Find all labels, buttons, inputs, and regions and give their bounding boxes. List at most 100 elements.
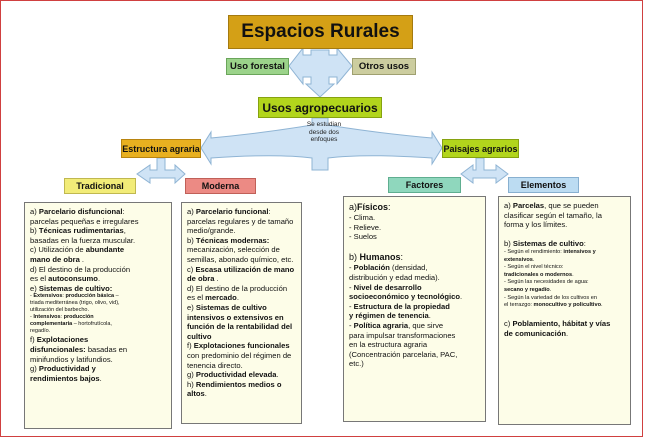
panel-line: d) El destino de la producción	[30, 265, 168, 275]
panel-line: f) Explotaciones	[30, 335, 168, 345]
panel-line: (Concentración parcelaria, PAC,	[349, 350, 482, 360]
panel-line: forma y los límites.	[504, 220, 627, 230]
bold-text: Nivel de desarrollo	[353, 282, 422, 292]
panel-line: - Población (densidad,	[349, 263, 482, 273]
text: - Según la variedad de los cultivos en	[504, 294, 597, 301]
text: -	[349, 301, 354, 311]
text: d) El destino de la producción	[187, 283, 288, 293]
bold-text: Explotaciones funcionales	[193, 341, 290, 351]
text: con predominio del régimen de	[187, 350, 292, 360]
panel-line: mano de obra .	[30, 255, 168, 265]
text: (densidad,	[389, 263, 428, 273]
panel-line: b) Técnicas rudimentarias,	[30, 226, 168, 236]
bold-text: rendimientos bajos	[30, 373, 100, 383]
text: .	[428, 311, 431, 321]
panel-line: - Nivel de desarrollo	[349, 283, 482, 293]
text: .	[549, 286, 552, 293]
text: forma y los límites.	[504, 220, 568, 230]
text: basadas en la fuerza muscular.	[30, 235, 136, 245]
panel-line: socioeconómico y tecnológico.	[349, 292, 482, 302]
text: b)	[30, 226, 39, 236]
text: .	[572, 271, 574, 278]
panel-line: c) Poblamiento, hábitat y vías	[504, 319, 627, 329]
text: –	[114, 293, 119, 300]
text: tenencia directo.	[187, 360, 243, 370]
text: - Clima.	[349, 213, 376, 222]
panel-line: - Clima.	[349, 213, 482, 223]
text: :	[60, 314, 64, 321]
bold-text: intensivos y	[563, 248, 596, 255]
text: :	[388, 202, 391, 212]
text: d) El destino de la producción	[30, 264, 131, 274]
text: .	[79, 254, 85, 264]
text: .	[214, 274, 219, 284]
text: mecanización, selección de	[187, 245, 280, 255]
bold-text: Sistemas de cultivo	[195, 302, 267, 312]
panel-line: triada mediterránea (trigo, olivo, vid),	[30, 300, 168, 307]
text: regadío.	[30, 328, 51, 335]
panel-spacer	[504, 230, 627, 240]
text: a)	[187, 207, 196, 216]
panel-line: - Según la variedad de los cultivos en	[504, 295, 627, 303]
bold-text: Estructura de la propiedad	[353, 301, 450, 311]
panel-line: medio/grande.	[187, 226, 298, 236]
panel-line: - Según las necesidades de agua:	[504, 279, 627, 287]
text: en la estructura agraria	[349, 340, 428, 350]
panel-line: - Estructura de la propiedad	[349, 302, 482, 312]
panel-line: a) Parcelario disfuncional:	[30, 207, 168, 217]
text: es el	[187, 293, 206, 303]
bold-text: Humanos	[359, 252, 401, 263]
panel-line: a) Parcelas, que se pueden	[504, 201, 627, 211]
panel-line: en la estructura agraria	[349, 340, 482, 350]
panel-line: es el mercado.	[187, 293, 298, 303]
panel-line: utilización del barbecho.	[30, 307, 168, 314]
arrow-split-main	[200, 117, 443, 171]
panel-line: minifundios y latifundios.	[30, 355, 168, 365]
bold-text: Sistemas de cultivo:	[38, 283, 113, 293]
bold-text: altos	[187, 389, 205, 399]
arrow-split-estructura	[136, 157, 186, 185]
arrow-split-paisajes	[460, 157, 509, 184]
text: - Suelos	[349, 232, 377, 242]
text: .	[459, 292, 463, 302]
text: .	[601, 302, 603, 309]
text: :	[122, 207, 125, 216]
text: :	[62, 293, 66, 300]
panel-line: mecanización, selección de	[187, 245, 298, 255]
bold-text: cultivo	[187, 331, 212, 341]
bold-text: Política agraria	[353, 320, 409, 330]
text: h)	[187, 379, 196, 389]
note-line: Se estudian	[306, 121, 342, 128]
panel-line: disfuncionales: basadas en	[30, 345, 168, 355]
panel-line: distribución y edad media).	[349, 273, 482, 283]
bold-text: y régimen de tenencia	[349, 311, 429, 321]
text: el terrazgo:	[504, 302, 534, 309]
text: semillas, abonado químico, etc.	[187, 254, 294, 264]
text: e)	[187, 302, 196, 312]
panel-line: clasificar según el tamaño, la	[504, 211, 627, 221]
panel-line: y régimen de tenencia.	[349, 311, 482, 321]
panel-line: parcelas regulares y de tamaño	[187, 217, 298, 227]
panel-line: parcelas pequeñas e irregulares	[30, 217, 168, 227]
text: triada mediterránea (trigo, olivo, vid),	[30, 300, 120, 307]
text: minifundios y latifundios.	[30, 354, 113, 364]
panel-line: extensivos.	[504, 257, 627, 265]
text: para impulsar transformaciones	[349, 330, 456, 340]
panel-spacer	[349, 242, 482, 252]
panel-line: - Relieve.	[349, 223, 482, 233]
text: .	[99, 373, 102, 383]
panel-line: con predominio del régimen de	[187, 351, 298, 361]
panel-line: es el autoconsumo.	[30, 274, 168, 284]
node-estructura-agraria: Estructura agraria	[121, 139, 201, 158]
text: .	[276, 370, 279, 380]
text: c) Utilización de	[30, 245, 86, 255]
bold-text: autoconsumo	[48, 274, 98, 284]
panel-line: b) Humanos:	[349, 251, 482, 263]
bold-text: Técnicas rudimentarias	[38, 226, 124, 236]
panel-line: de comunicación.	[504, 329, 627, 339]
bold-text: Extensivos	[33, 293, 63, 300]
text: ,	[123, 226, 126, 236]
text: .	[566, 328, 569, 338]
text: b)	[349, 252, 360, 263]
text: c)	[504, 319, 513, 329]
